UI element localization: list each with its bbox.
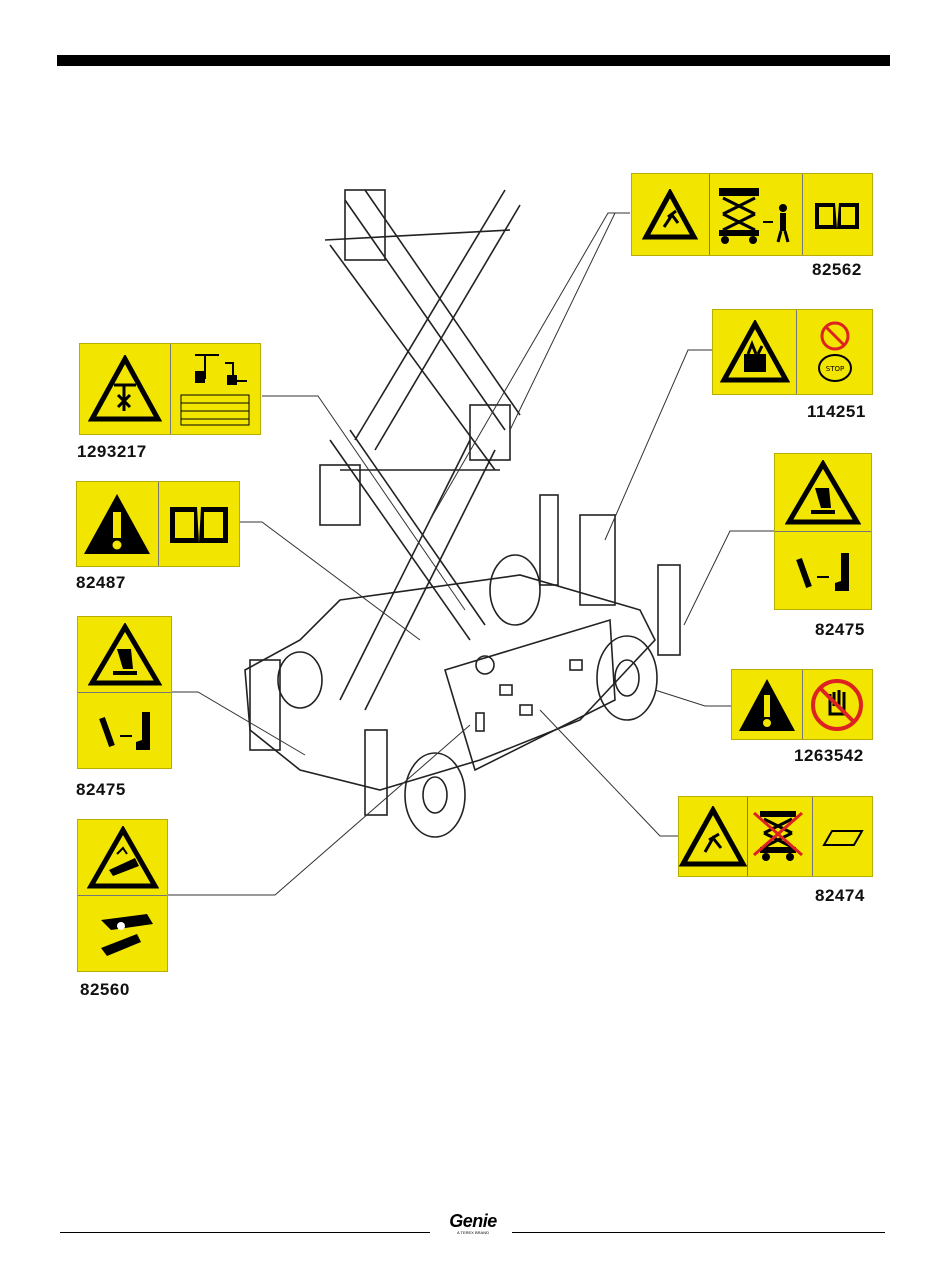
decal-number: 82562 xyxy=(812,260,862,280)
foot-crush-icon xyxy=(78,693,171,768)
decal-82560 xyxy=(77,819,168,972)
decal-82474 xyxy=(678,796,873,877)
no-flame-icon: STOP xyxy=(797,310,872,394)
manual-book-icon xyxy=(803,174,872,255)
decal-82487 xyxy=(76,481,240,567)
footer-rule-left xyxy=(60,1232,430,1233)
slope-plate-icon xyxy=(813,797,872,876)
decal-1263542 xyxy=(731,669,873,740)
load-chart-icon xyxy=(171,344,261,434)
hand-pinch-icon xyxy=(78,896,167,971)
decal-number: 82475 xyxy=(815,620,865,640)
decal-number: 82487 xyxy=(76,573,126,593)
scissor-lift-no-tilt-icon xyxy=(748,797,813,876)
warning-triangle-icon xyxy=(713,310,797,394)
footer-rule-right xyxy=(512,1232,885,1233)
warning-triangle-icon xyxy=(632,174,710,255)
warning-triangle-icon xyxy=(679,797,748,876)
scissor-lift-icon xyxy=(710,174,803,255)
warning-triangle-icon xyxy=(78,617,171,693)
decal-number: 82560 xyxy=(80,980,130,1000)
decal-82475-left xyxy=(77,616,172,769)
genie-logo: Genie A TEREX BRAND xyxy=(442,1212,504,1235)
warning-triangle-icon xyxy=(78,820,167,896)
danger-exclamation-icon xyxy=(732,670,803,739)
decal-number: 1293217 xyxy=(77,442,147,462)
no-hand-prohibition-icon xyxy=(803,670,873,739)
manual-book-icon xyxy=(159,482,240,566)
foot-crush-icon xyxy=(775,532,871,609)
decal-number: 82475 xyxy=(76,780,126,800)
decal-number: 114251 xyxy=(807,402,866,422)
decal-1293217 xyxy=(79,343,261,435)
decal-number: 82474 xyxy=(815,886,865,906)
decal-114251: STOP xyxy=(712,309,873,395)
decal-82475-right xyxy=(774,453,872,610)
warning-triangle-icon xyxy=(80,344,171,434)
warning-triangle-icon xyxy=(775,454,871,532)
brand-name: Genie xyxy=(442,1212,504,1230)
decal-number: 1263542 xyxy=(794,746,864,766)
decal-82562 xyxy=(631,173,873,256)
danger-exclamation-icon xyxy=(77,482,159,566)
stop-text: STOP xyxy=(825,365,843,373)
